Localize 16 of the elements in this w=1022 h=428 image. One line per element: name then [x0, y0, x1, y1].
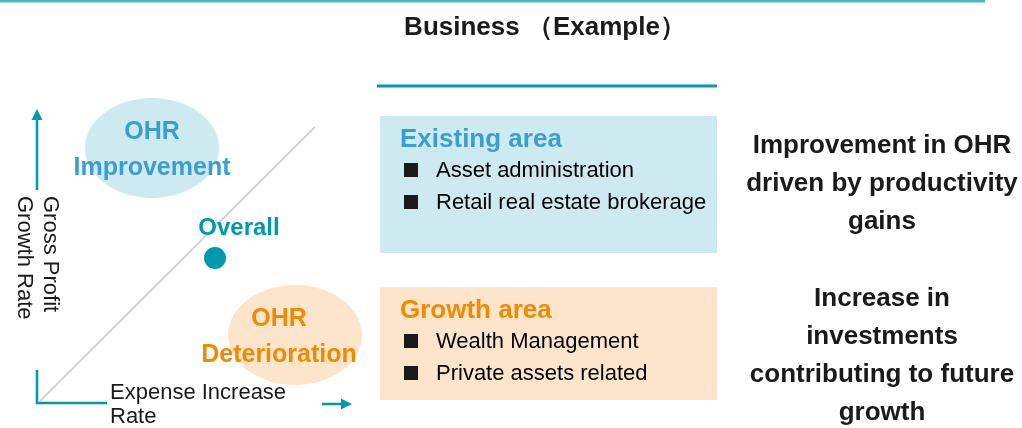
category-panel — [380, 287, 717, 400]
list-item: Asset administration — [436, 156, 636, 184]
point-label: Overall — [197, 212, 281, 242]
heading-text: Business （Example） — [403, 10, 687, 43]
panel-heading: Growth area — [400, 293, 553, 325]
list-item: Wealth Management — [436, 327, 640, 355]
ellipse-label: OHR Deterioration — [200, 302, 358, 369]
description-text: Improvement in OHR driven by productivity gains — [745, 128, 1019, 237]
list-item: Private assets related — [436, 359, 649, 387]
category-panel — [380, 116, 717, 253]
ellipse-label: OHR Improvement — [72, 115, 232, 182]
list-item: Retail real estate brokerage — [436, 188, 708, 216]
panel-heading: Existing area — [400, 122, 563, 154]
axis-label: Expense Increase Rate — [110, 380, 288, 428]
description-text: Increase in investments contributing to future growth — [748, 281, 1016, 428]
axis-label: Gross Profit Growth Rate — [12, 196, 64, 322]
